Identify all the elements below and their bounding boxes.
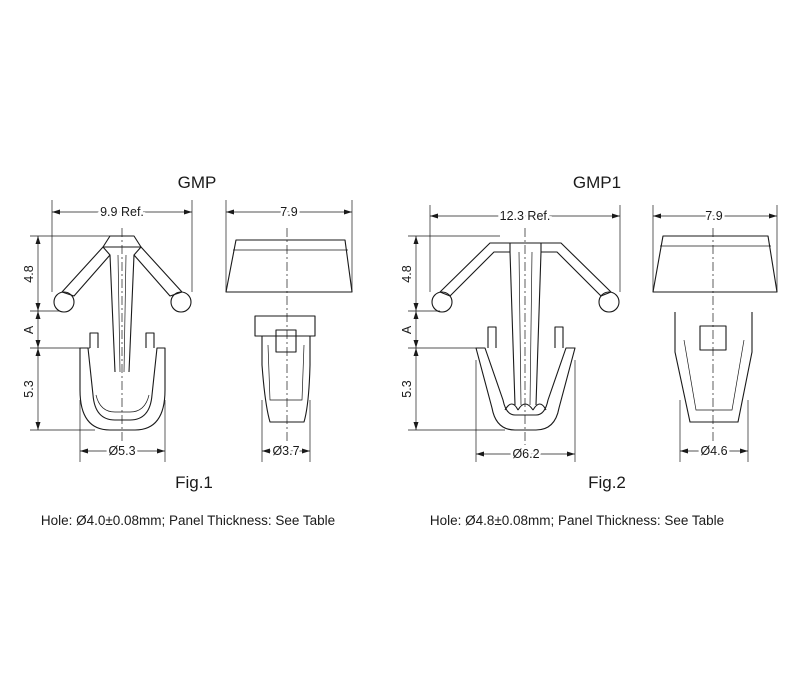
gmp1-right-wing bbox=[540, 242, 612, 297]
gmp-left-wing-tip bbox=[53, 291, 75, 313]
gmp1-leg-dia-label: Ø6.2 bbox=[512, 447, 539, 461]
gmp-legs bbox=[79, 347, 166, 431]
gmp-side-tab bbox=[275, 329, 297, 353]
figure-1-note: Hole: Ø4.0±0.08mm; Panel Thickness: See … bbox=[41, 513, 335, 528]
figure-1: GMP bbox=[22, 173, 353, 528]
figure-2-note: Hole: Ø4.8±0.08mm; Panel Thickness: See … bbox=[430, 513, 724, 528]
figure-1-title: GMP bbox=[178, 173, 217, 192]
gmp-side-width-label: 7.9 bbox=[280, 205, 297, 219]
gmp-left-barb bbox=[89, 332, 99, 348]
gmp1-side-view bbox=[652, 228, 778, 445]
gmp-leg-dia-label: Ø5.3 bbox=[108, 444, 135, 458]
gmp1-left-barb bbox=[487, 326, 497, 348]
gmp1-head-width-label: 12.3 Ref. bbox=[500, 209, 551, 223]
gmp1-pin-dia-label: Ø4.6 bbox=[700, 444, 727, 458]
gmp-shank-inner bbox=[117, 254, 127, 373]
gmp1-right-barb bbox=[554, 326, 564, 348]
gmp-pin-dia-label: Ø3.7 bbox=[272, 444, 299, 458]
gmp1-leg-tips bbox=[504, 403, 547, 411]
gmp1-side-body-inner bbox=[683, 339, 745, 411]
gmp1-leg-height-label: 5.3 bbox=[400, 380, 414, 397]
gmp1-front-view bbox=[431, 228, 620, 445]
gmp1-side-head bbox=[652, 235, 778, 293]
gmp-head-height-label: 4.8 bbox=[22, 265, 36, 282]
gmp-leg-height-label: 5.3 bbox=[22, 380, 36, 397]
figure-1-caption: Fig.1 bbox=[175, 473, 213, 492]
gmp-left-wing bbox=[61, 246, 111, 297]
gmp1-shank-inner bbox=[518, 251, 533, 406]
gmp1-side-width-label: 7.9 bbox=[705, 209, 722, 223]
gmp-shank bbox=[109, 254, 135, 373]
gmp-right-barb bbox=[145, 332, 155, 348]
figure-2: GMP1 bbox=[400, 173, 778, 528]
gmp-front-view bbox=[53, 228, 192, 445]
gmp-dimensions: 9.9 Ref. 7.9 4.8 A 5.3 Ø5.3 bbox=[22, 200, 353, 462]
gmp-side-pin-inner bbox=[267, 344, 305, 401]
gmp-panel-label: A bbox=[22, 325, 36, 334]
gmp-right-wing-tip bbox=[170, 291, 192, 313]
gmp1-side-body bbox=[674, 312, 753, 423]
gmp-head-top bbox=[102, 235, 142, 248]
figure-2-caption: Fig.2 bbox=[588, 473, 626, 492]
gmp1-right-wing-tip bbox=[598, 291, 620, 313]
gmp-side-collar bbox=[254, 315, 316, 337]
figure-2-title: GMP1 bbox=[573, 173, 621, 192]
gmp1-shank bbox=[509, 251, 542, 406]
gmp1-dimensions: 12.3 Ref. 7.9 4.8 A 5.3 Ø6.2 bbox=[400, 205, 778, 464]
gmp-legs-inner bbox=[95, 394, 150, 413]
gmp-side-head bbox=[225, 239, 353, 293]
gmp-head-width-label: 9.9 Ref. bbox=[100, 205, 144, 219]
gmp1-left-wing-tip bbox=[431, 291, 453, 313]
gmp1-panel-label: A bbox=[400, 325, 414, 334]
gmp1-left-wing bbox=[439, 242, 511, 297]
gmp1-head-height-label: 4.8 bbox=[400, 265, 414, 282]
gmp-side-view bbox=[225, 228, 353, 445]
gmp1-pindia-arrows bbox=[680, 448, 748, 454]
gmp1-legs bbox=[475, 347, 576, 431]
gmp-right-wing bbox=[133, 246, 183, 297]
